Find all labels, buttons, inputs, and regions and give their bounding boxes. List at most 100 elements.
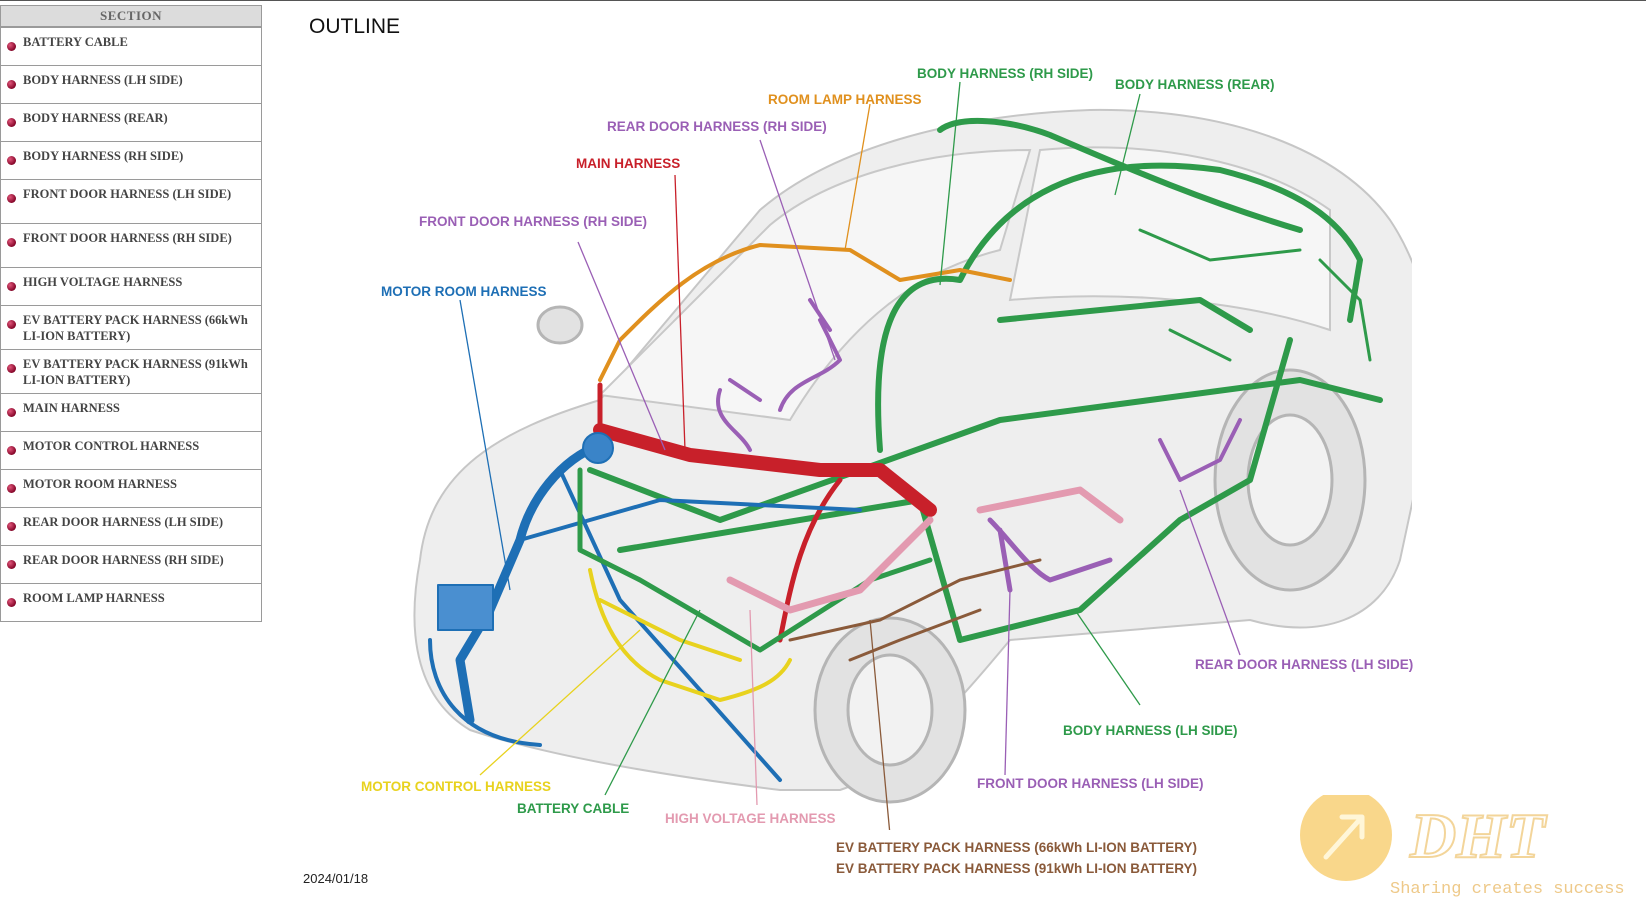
- label-front-door-harness-lh: FRONT DOOR HARNESS (LH SIDE): [977, 776, 1204, 791]
- battery-cable-route: [577, 467, 933, 653]
- leader-room-lamp: [844, 103, 871, 251]
- bullet-icon: [7, 118, 16, 127]
- label-body-harness-rear: BODY HARNESS (REAR): [1115, 77, 1275, 92]
- label-room-lamp-harness: ROOM LAMP HARNESS: [768, 92, 922, 107]
- label-main-harness: MAIN HARNESS: [576, 156, 681, 171]
- sidebar-item-motor-room[interactable]: MOTOR ROOM HARNESS: [1, 470, 261, 508]
- front-door-harness-rh-route: [716, 378, 762, 452]
- sidebar-item-body-harness-rh[interactable]: BODY HARNESS (RH SIDE): [1, 142, 261, 180]
- sidebar-item-label: BODY HARNESS (REAR): [23, 111, 168, 125]
- sidebar-item-label: MAIN HARNESS: [23, 401, 120, 415]
- car-windows: [597, 146, 1331, 422]
- room-lamp-harness-route: [598, 243, 1012, 382]
- rear-door-harness-lh-route: [1158, 418, 1242, 482]
- leader-front-door-lh: [1004, 589, 1011, 776]
- main-harness-route: [593, 423, 937, 517]
- sidebar-item-motor-control[interactable]: MOTOR CONTROL HARNESS: [1, 432, 261, 470]
- leader-body-lh: [1074, 609, 1141, 706]
- label-rear-door-harness-lh: REAR DOOR HARNESS (LH SIDE): [1195, 657, 1414, 672]
- bullet-icon: [7, 408, 16, 417]
- sidebar-list: BATTERY CABLE BODY HARNESS (LH SIDE) BOD…: [0, 28, 262, 622]
- main-harness-branch: [597, 382, 843, 643]
- leader-main: [674, 174, 686, 451]
- leader-front-door-rh: [577, 241, 666, 451]
- motor-control-harness-route: [588, 568, 792, 702]
- sidebar-item-label: ROOM LAMP HARNESS: [23, 591, 165, 605]
- motor-room-connector: [437, 584, 494, 631]
- leader-ev-battery: [869, 619, 891, 830]
- sidebar-item-ev-battery-66[interactable]: EV BATTERY PACK HARNESS (66kWh LI-ION BA…: [1, 306, 261, 350]
- label-front-door-harness-rh: FRONT DOOR HARNESS (RH SIDE): [419, 214, 648, 229]
- top-border: [0, 0, 1646, 1]
- label-ev-battery-91: EV BATTERY PACK HARNESS (91kWh LI-ION BA…: [836, 861, 1198, 876]
- sidebar-item-body-harness-rear[interactable]: BODY HARNESS (REAR): [1, 104, 261, 142]
- ev-battery-harness-route: [788, 558, 1042, 662]
- bullet-icon: [7, 238, 16, 247]
- bullet-icon: [7, 194, 16, 203]
- sidebar-item-label: BATTERY CABLE: [23, 35, 128, 49]
- leader-rear-door-rh: [759, 139, 836, 361]
- dht-watermark-logo: DHT Sharing creates success: [1300, 795, 1625, 899]
- leader-motor-control: [479, 629, 641, 776]
- watermark-tagline: Sharing creates success: [1390, 880, 1625, 899]
- front-door-harness-lh-route: [987, 517, 1113, 593]
- sidebar-item-front-door-rh[interactable]: FRONT DOOR HARNESS (RH SIDE): [1, 224, 261, 268]
- sidebar-item-label: REAR DOOR HARNESS (LH SIDE): [23, 515, 224, 529]
- sidebar-item-label: HIGH VOLTAGE HARNESS: [23, 275, 183, 289]
- bullet-icon: [7, 522, 16, 531]
- publication-date: 2024/01/18: [303, 871, 369, 886]
- bullet-icon: [7, 446, 16, 455]
- label-motor-room-harness: MOTOR ROOM HARNESS: [381, 284, 547, 299]
- label-high-voltage-harness: HIGH VOLTAGE HARNESS: [665, 811, 836, 826]
- sidebar-item-label: FRONT DOOR HARNESS (LH SIDE): [23, 187, 232, 201]
- label-ev-battery-66: EV BATTERY PACK HARNESS (66kWh LI-ION BA…: [836, 840, 1198, 855]
- harness-diagram: [413, 81, 1412, 830]
- leader-battery-cable: [604, 609, 701, 796]
- motor-room-harness-route: [455, 440, 605, 725]
- body-harness-rear-branch: [1138, 228, 1372, 362]
- watermark-logo-text: DHT: [1409, 800, 1548, 871]
- sidebar-item-body-harness-lh[interactable]: BODY HARNESS (LH SIDE): [1, 66, 261, 104]
- sidebar-item-label: EV BATTERY PACK HARNESS (66kWh LI-ION BA…: [23, 313, 248, 343]
- leader-rear-door-lh: [1179, 489, 1241, 656]
- sidebar-item-label: BODY HARNESS (RH SIDE): [23, 149, 184, 163]
- bullet-icon: [7, 320, 16, 329]
- bullet-icon: [7, 364, 16, 373]
- sidebar-item-ev-battery-91[interactable]: EV BATTERY PACK HARNESS (91kWh LI-ION BA…: [1, 350, 261, 394]
- leader-body-rear: [1114, 93, 1141, 196]
- leader-high-voltage: [749, 609, 758, 806]
- label-body-harness-lh: BODY HARNESS (LH SIDE): [1063, 723, 1238, 738]
- section-sidebar: SECTION BATTERY CABLE BODY HARNESS (LH S…: [0, 5, 262, 622]
- arrow-icon: [1323, 814, 1365, 860]
- leader-body-rh: [939, 81, 961, 286]
- sidebar-item-room-lamp[interactable]: ROOM LAMP HARNESS: [1, 584, 261, 622]
- sidebar-item-label: REAR DOOR HARNESS (RH SIDE): [23, 553, 224, 567]
- label-body-harness-rh: BODY HARNESS (RH SIDE): [917, 66, 1094, 81]
- sidebar-header: SECTION: [0, 5, 262, 28]
- sidebar-item-label: BODY HARNESS (LH SIDE): [23, 73, 183, 87]
- leader-motor-room: [459, 299, 511, 591]
- leader-lines: [459, 81, 1241, 830]
- sidebar-item-label: EV BATTERY PACK HARNESS (91kWh LI-ION BA…: [23, 357, 248, 387]
- sidebar-item-battery-cable[interactable]: BATTERY CABLE: [1, 28, 261, 66]
- label-battery-cable: BATTERY CABLE: [517, 801, 630, 816]
- motor-room-junction: [582, 432, 614, 464]
- label-motor-control-harness: MOTOR CONTROL HARNESS: [361, 779, 552, 794]
- bullet-icon: [7, 484, 16, 493]
- bullet-icon: [7, 42, 16, 51]
- sidebar-item-high-voltage[interactable]: HIGH VOLTAGE HARNESS: [1, 268, 261, 306]
- sidebar-item-label: FRONT DOOR HARNESS (RH SIDE): [23, 231, 232, 245]
- car-wheels: [536, 305, 1367, 804]
- sidebar-item-rear-door-rh[interactable]: REAR DOOR HARNESS (RH SIDE): [1, 546, 261, 584]
- sidebar-item-label: MOTOR ROOM HARNESS: [23, 477, 177, 491]
- bullet-icon: [7, 80, 16, 89]
- bullet-icon: [7, 598, 16, 607]
- sidebar-item-main-harness[interactable]: MAIN HARNESS: [1, 394, 261, 432]
- sidebar-item-front-door-lh[interactable]: FRONT DOOR HARNESS (LH SIDE): [1, 180, 261, 224]
- body-harness-route: [587, 118, 1383, 643]
- bullet-icon: [7, 560, 16, 569]
- page-title: OUTLINE: [309, 15, 401, 38]
- sidebar-item-rear-door-lh[interactable]: REAR DOOR HARNESS (LH SIDE): [1, 508, 261, 546]
- high-voltage-harness-route: [726, 486, 1124, 614]
- sidebar-item-label: MOTOR CONTROL HARNESS: [23, 439, 200, 453]
